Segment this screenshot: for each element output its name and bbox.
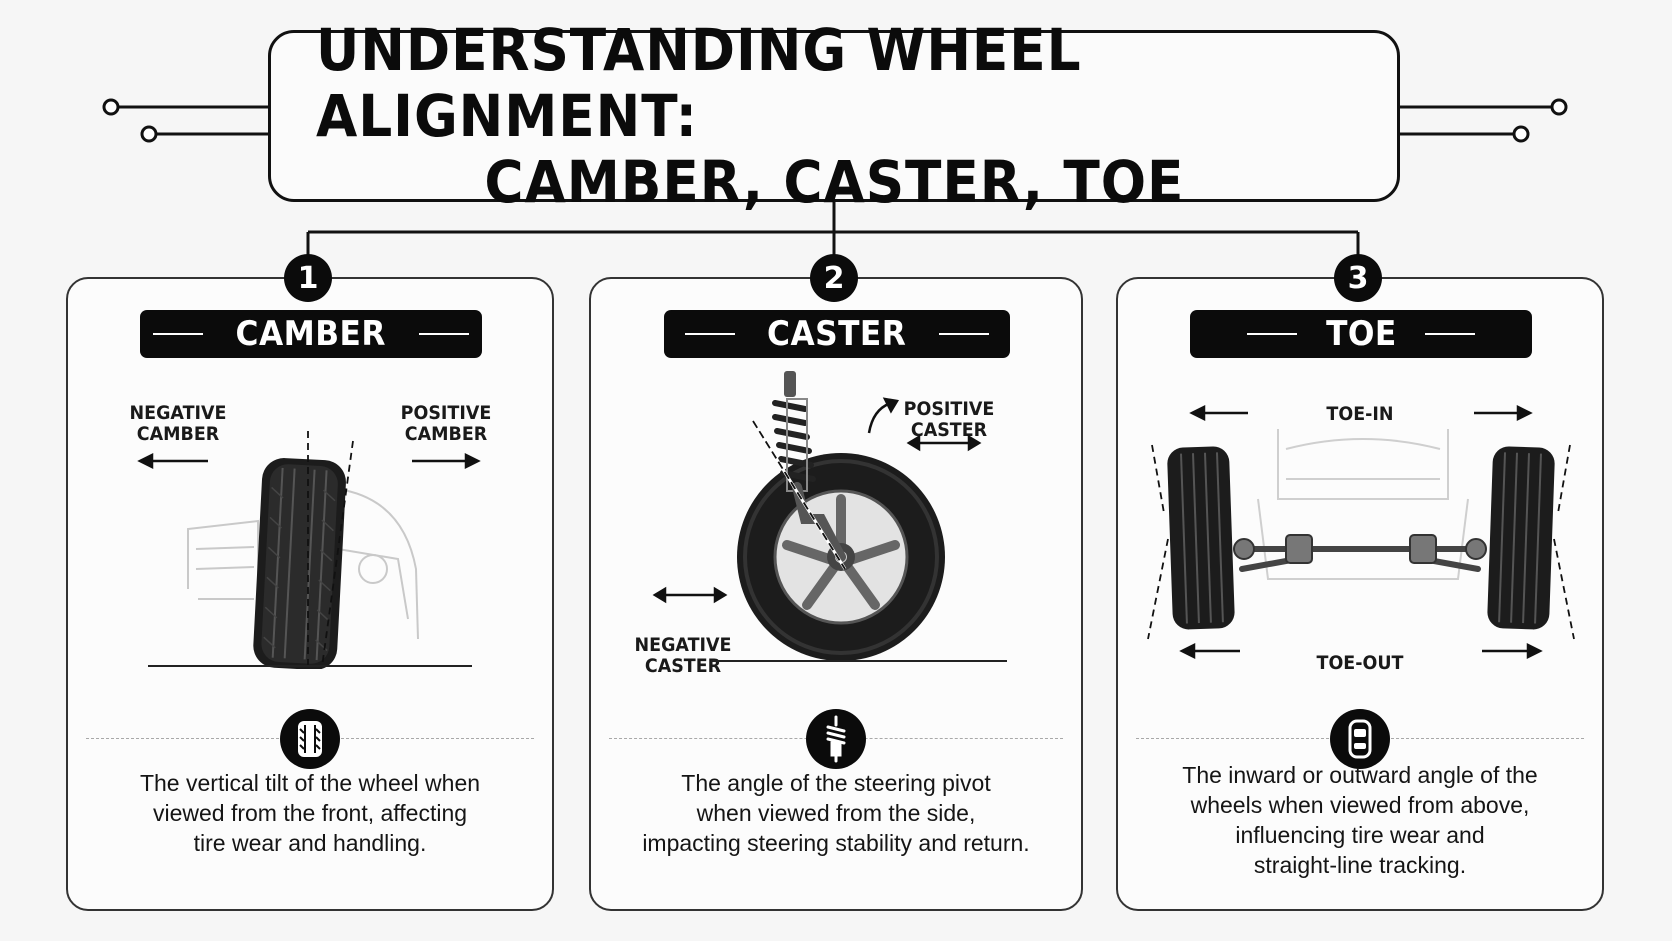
connector-dot: [1512, 125, 1530, 143]
toe-panel: TOE TOE-IN TOE-OUT: [1116, 277, 1604, 911]
camber-panel: CAMBER NEGATIVE CAMBER POSITIVE CAMBER: [66, 277, 554, 911]
arrow-right-icon: [464, 452, 481, 470]
tire-tread-icon: [280, 709, 340, 769]
curved-arrow-icon: [867, 401, 892, 434]
camber-tire: [253, 458, 346, 669]
toe-label-bar: TOE: [1190, 310, 1532, 358]
caster-panel: CASTER POSITIVE CASTER NEGATIVE CASTER: [589, 277, 1083, 911]
title-box: UNDERSTANDING WHEEL ALIGNMENT: CAMBER, C…: [268, 17, 1400, 215]
dash-decoration: [153, 332, 204, 336]
dash-decoration: [418, 332, 469, 336]
dash-decoration: [1425, 332, 1476, 336]
title-line-2: CAMBER, CASTER, TOE: [484, 148, 1184, 216]
step-badge-2: 2: [810, 254, 858, 302]
dash-decoration: [1246, 332, 1297, 336]
arrow-left-icon: [1189, 404, 1206, 422]
toe-out-label: TOE-OUT: [1316, 652, 1404, 674]
shock-absorber-icon: [806, 709, 866, 769]
arrow-left-icon: [137, 452, 154, 470]
dash-decoration: [685, 332, 736, 336]
caster-label-bar: CASTER: [664, 310, 1010, 358]
camber-arrows: [137, 452, 481, 470]
connector-dot: [1550, 98, 1568, 116]
connector-dot: [102, 98, 120, 116]
positive-camber-label: POSITIVE CAMBER: [400, 402, 492, 445]
arrow-right-icon: [1516, 404, 1533, 422]
camber-label-bar: CAMBER: [140, 310, 482, 358]
step-badge-1: 1: [284, 254, 332, 302]
toe-title: TOE: [1325, 314, 1397, 354]
dash-decoration: [938, 332, 989, 336]
right-tire: [1487, 446, 1555, 630]
camber-description: The vertical tilt of the wheel when view…: [139, 770, 481, 856]
left-tire: [1167, 446, 1235, 630]
car-body-sketch: [1257, 429, 1469, 580]
axle: [1235, 546, 1485, 572]
toe-description: The inward or outward angle of the wheel…: [1182, 762, 1538, 878]
arrow-left-icon: [1179, 642, 1196, 660]
toe-diagram: [1147, 404, 1575, 660]
caster-diagram: [652, 371, 1007, 662]
step-badge-3: 3: [1334, 254, 1382, 302]
camber-title: CAMBER: [235, 314, 387, 354]
title-line-1: UNDERSTANDING WHEEL ALIGNMENT:: [316, 16, 1082, 150]
negative-camber-label: NEGATIVE CAMBER: [129, 402, 227, 445]
caster-description: The angle of the steering pivot when vie…: [642, 770, 1030, 856]
connector-dot: [140, 125, 158, 143]
negative-caster-label: NEGATIVE CASTER: [634, 634, 732, 677]
car-top-view-icon: [1330, 709, 1390, 769]
caster-title: CASTER: [767, 314, 907, 354]
toe-in-label: TOE-IN: [1326, 403, 1394, 425]
arrow-right-icon: [1526, 642, 1543, 660]
camber-diagram: [137, 431, 481, 669]
